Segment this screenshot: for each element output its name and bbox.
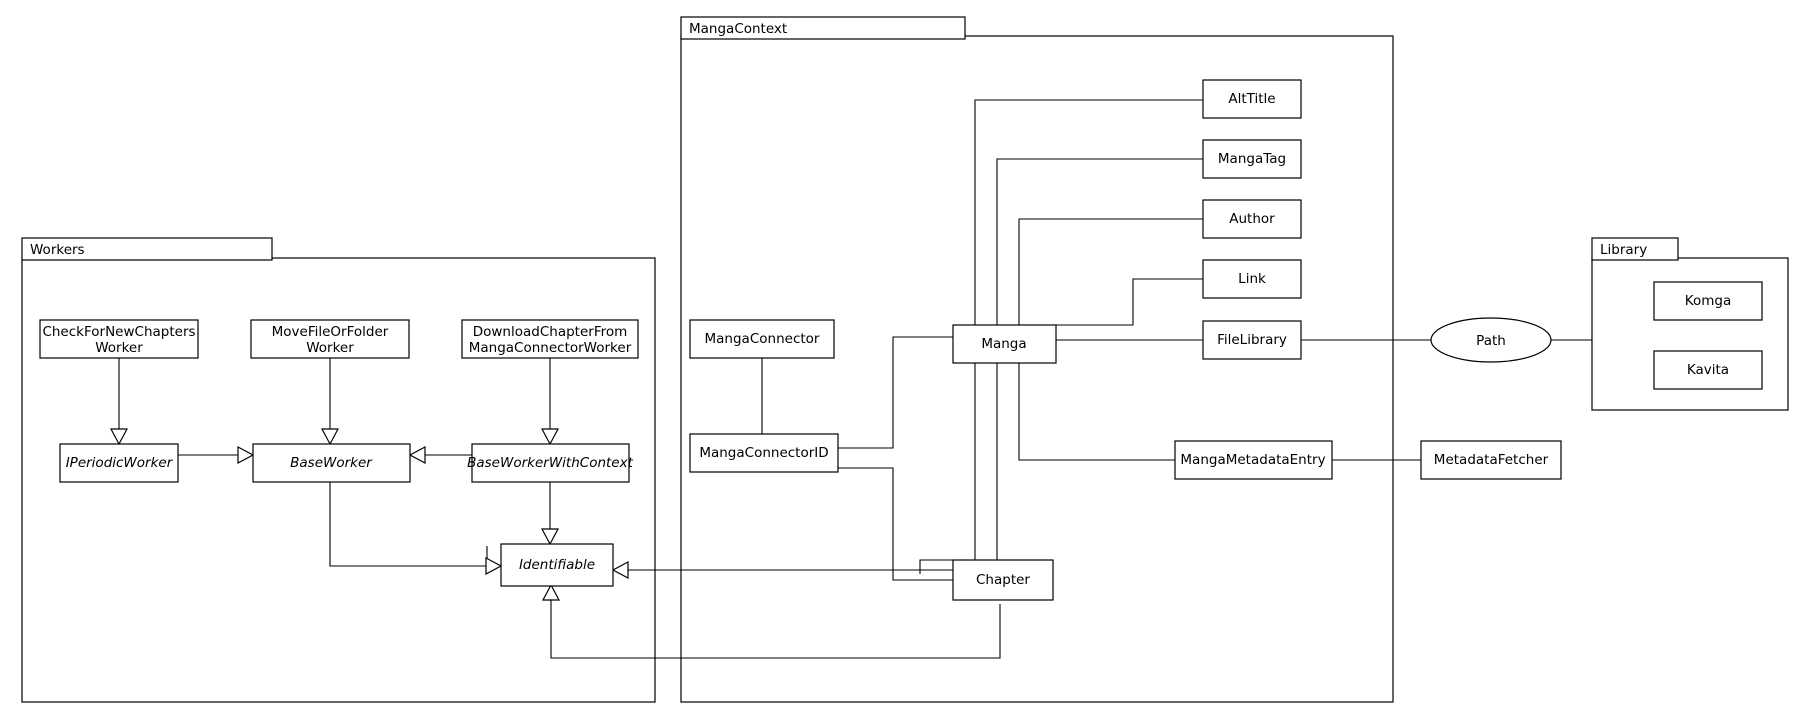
node-movefileorfolderworker-label-line2: Worker bbox=[306, 340, 354, 356]
node-metadatafetcher[interactable]: MetadataFetcher bbox=[1420, 440, 1562, 480]
node-identifiable[interactable]: Identifiable bbox=[500, 543, 614, 587]
arrowhead-baseworker-left bbox=[237, 446, 255, 464]
node-movefileorfolderworker-label-line1: MoveFileOrFolder bbox=[272, 324, 389, 340]
node-author-label: Author bbox=[1229, 211, 1275, 227]
node-mangaconnectorid[interactable]: MangaConnectorID bbox=[689, 433, 839, 473]
package-workers-label: Workers bbox=[30, 242, 85, 258]
package-mangacontext: MangaContext bbox=[680, 16, 1394, 703]
node-checkfornewchaptersworker[interactable]: CheckForNewChapters Worker bbox=[39, 319, 199, 359]
node-alttitle-label: AltTitle bbox=[1228, 91, 1275, 107]
node-baseworkerwithcontext-label: BaseWorkerWithContext bbox=[467, 455, 633, 471]
node-mangaconnector-label: MangaConnector bbox=[705, 331, 820, 347]
edge-mangaconnectorid-manga bbox=[838, 336, 953, 449]
node-komga-label: Komga bbox=[1685, 293, 1731, 309]
node-movefileorfolderworker[interactable]: MoveFileOrFolder Worker bbox=[250, 319, 410, 359]
arrowhead-identifiable-top bbox=[541, 528, 559, 546]
node-baseworker-label: BaseWorker bbox=[290, 455, 373, 471]
edge-manga-mangametadataentry bbox=[1018, 357, 1175, 461]
package-library-label: Library bbox=[1600, 242, 1647, 258]
node-iperiodicworker[interactable]: IPeriodicWorker bbox=[59, 443, 179, 483]
node-iperiodicworker-label: IPeriodicWorker bbox=[66, 455, 174, 471]
node-mangametadataentry-label: MangaMetadataEntry bbox=[1180, 452, 1325, 468]
edge-baseworker-identifiable bbox=[329, 478, 488, 567]
arrowhead-baseworkerwithcontext bbox=[541, 428, 559, 446]
edge-chapter-identifiable-bottom bbox=[550, 573, 1001, 659]
node-manga[interactable]: Manga bbox=[952, 324, 1057, 364]
edge-manga-alttitle bbox=[974, 99, 1203, 325]
arrowhead-baseworker-right bbox=[408, 446, 426, 464]
node-baseworkerwithcontext[interactable]: BaseWorkerWithContext bbox=[467, 443, 634, 483]
node-author[interactable]: Author bbox=[1202, 199, 1302, 239]
node-downloadchapterfrommangaconnectorworker[interactable]: DownloadChapterFrom MangaConnectorWorker bbox=[461, 319, 639, 359]
edge-layer bbox=[118, 99, 1592, 659]
node-link[interactable]: Link bbox=[1202, 259, 1302, 299]
node-checkfornewchaptersworker-label-line1: CheckForNewChapters bbox=[42, 324, 195, 340]
node-checkfornewchaptersworker-label-line2: Worker bbox=[95, 340, 143, 356]
edge-manga-author bbox=[1018, 218, 1203, 325]
node-baseworker[interactable]: BaseWorker bbox=[252, 443, 411, 483]
node-downloadchapter-label-line2: MangaConnectorWorker bbox=[469, 340, 632, 356]
node-path-label: Path bbox=[1476, 333, 1506, 349]
edge-manga-mangatag bbox=[996, 158, 1203, 325]
node-mangametadataentry[interactable]: MangaMetadataEntry bbox=[1174, 440, 1333, 480]
node-filelibrary-label: FileLibrary bbox=[1217, 332, 1287, 348]
package-workers: Workers bbox=[21, 237, 656, 703]
arrowhead-layer bbox=[110, 428, 629, 601]
node-path[interactable]: Path bbox=[1430, 317, 1552, 363]
edge-chapter-identifiable bbox=[919, 357, 998, 574]
node-chapter-label: Chapter bbox=[976, 572, 1030, 588]
node-mangatag[interactable]: MangaTag bbox=[1202, 139, 1302, 179]
edge-mangaconnectorid-chapter bbox=[838, 467, 953, 581]
node-mangaconnector[interactable]: MangaConnector bbox=[689, 319, 835, 359]
node-filelibrary[interactable]: FileLibrary bbox=[1202, 320, 1302, 360]
node-mangaconnectorid-label: MangaConnectorID bbox=[699, 445, 828, 461]
edge-manga-link bbox=[1018, 278, 1203, 326]
node-mangatag-label: MangaTag bbox=[1218, 151, 1286, 167]
package-mangacontext-label: MangaContext bbox=[689, 21, 787, 37]
arrowhead-baseworker-top bbox=[321, 428, 339, 446]
arrowhead-identifiable-right bbox=[611, 561, 629, 579]
arrowhead-identifiable-left bbox=[485, 557, 503, 575]
node-alttitle[interactable]: AltTitle bbox=[1202, 79, 1302, 119]
package-library: Library bbox=[1591, 237, 1789, 411]
node-identifiable-label: Identifiable bbox=[519, 557, 595, 573]
arrowhead-identifiable-bottom bbox=[542, 583, 560, 601]
node-komga[interactable]: Komga bbox=[1653, 281, 1763, 321]
node-downloadchapter-label-line1: DownloadChapterFrom bbox=[473, 324, 628, 340]
node-metadatafetcher-label: MetadataFetcher bbox=[1434, 452, 1549, 468]
arrowhead-iperiodicworker bbox=[110, 428, 128, 446]
node-kavita-label: Kavita bbox=[1687, 362, 1729, 378]
node-link-label: Link bbox=[1238, 271, 1266, 287]
node-kavita[interactable]: Kavita bbox=[1653, 350, 1763, 390]
node-manga-label: Manga bbox=[981, 336, 1026, 352]
node-chapter[interactable]: Chapter bbox=[952, 559, 1054, 601]
